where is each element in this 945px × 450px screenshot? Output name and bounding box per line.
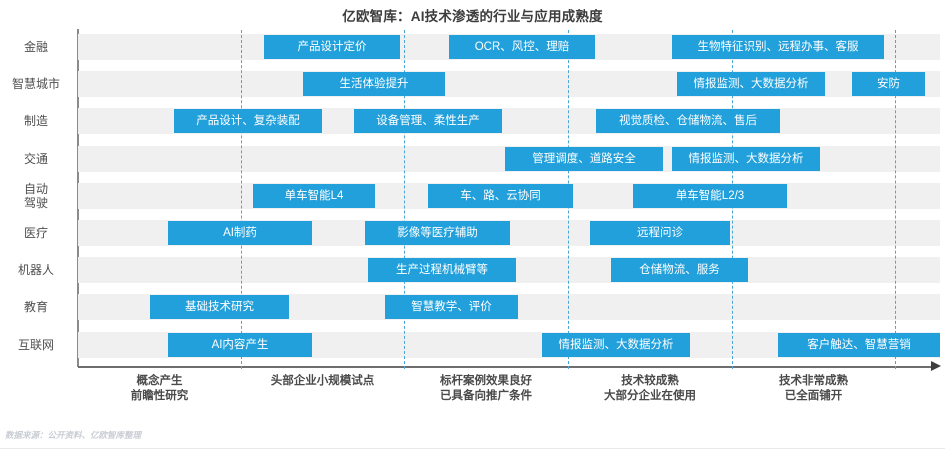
row-label-0: 金融 (23, 40, 48, 54)
application-bar[interactable]: 产品设计、复杂装配 (174, 109, 322, 134)
x-axis-line (78, 366, 933, 368)
application-bar[interactable]: 视觉质检、仓储物流、售后 (596, 109, 780, 134)
row-label-6: 机器人 (17, 263, 54, 278)
application-bar[interactable]: 智慧教学、评价 (385, 295, 518, 320)
application-bar[interactable]: AI制药 (168, 221, 312, 245)
footer-divider (0, 448, 945, 449)
application-bar[interactable]: OCR、风控、理赔 (449, 35, 595, 59)
application-bar[interactable]: 影像等医疗辅助 (365, 221, 510, 245)
stage-label-5: 技术非常成熟 已全面铺开 (779, 375, 848, 402)
application-bar[interactable]: 情报监测、大数据分析 (672, 146, 820, 171)
y-axis-line (77, 29, 79, 367)
application-bar[interactable]: 基础技术研究 (150, 295, 289, 320)
application-bar[interactable]: 生产过程机械臂等 (368, 258, 516, 283)
application-bar[interactable]: 远程问诊 (590, 221, 730, 245)
application-bar[interactable]: 设备管理、柔性生产 (354, 109, 502, 134)
row-label-3: 交通 (23, 151, 48, 166)
stage-gridline-5 (895, 30, 896, 369)
row-label-5: 医疗 (23, 226, 48, 240)
row-label-1: 智慧城市 (11, 77, 60, 92)
application-bar[interactable]: 生物特征识别、远程办事、客服 (672, 35, 884, 59)
stage-label-3: 标杆案例效果良好 已具备向推广条件 (440, 375, 532, 402)
page-title: 亿欧智库：AI技术渗透的行业与应用成熟度 (342, 9, 603, 24)
application-bar[interactable]: 仓储物流、服务 (611, 258, 748, 283)
row-label-8: 互联网 (17, 337, 54, 352)
application-bar[interactable]: 管理调度、道路安全 (505, 146, 663, 171)
row-label-7: 教育 (23, 300, 48, 315)
stage-label-4: 技术较成熟 大部分企业在使用 (604, 375, 696, 402)
application-bar[interactable]: 单车智能L2/3 (633, 183, 787, 208)
application-bar[interactable]: 情报监测、大数据分析 (677, 72, 825, 97)
stage-label-2: 头部企业小规模试点 (270, 375, 375, 387)
application-bar[interactable]: 产品设计定价 (264, 35, 400, 59)
x-axis-arrow-icon (931, 361, 941, 371)
application-bar[interactable]: 车、路、云协同 (428, 183, 573, 208)
stage-label-1: 概念产生 前瞻性研究 (130, 375, 189, 402)
source-note: 数据来源：公开资料、亿欧智库整理 (5, 430, 142, 440)
application-bar[interactable]: 单车智能L4 (253, 183, 375, 208)
application-bar[interactable]: 情报监测、大数据分析 (542, 332, 690, 357)
row-label-2: 制造 (23, 114, 48, 129)
application-bar[interactable]: AI内容产生 (168, 332, 312, 357)
application-bar[interactable]: 安防 (852, 72, 925, 97)
stage-gridline-1 (241, 30, 242, 369)
application-bar[interactable]: 客户触达、智慧营销 (778, 332, 940, 357)
application-bar[interactable]: 生活体验提升 (303, 72, 445, 97)
row-label-4: 自动 驾驶 (23, 181, 48, 210)
stage-gridline-2 (404, 30, 405, 369)
